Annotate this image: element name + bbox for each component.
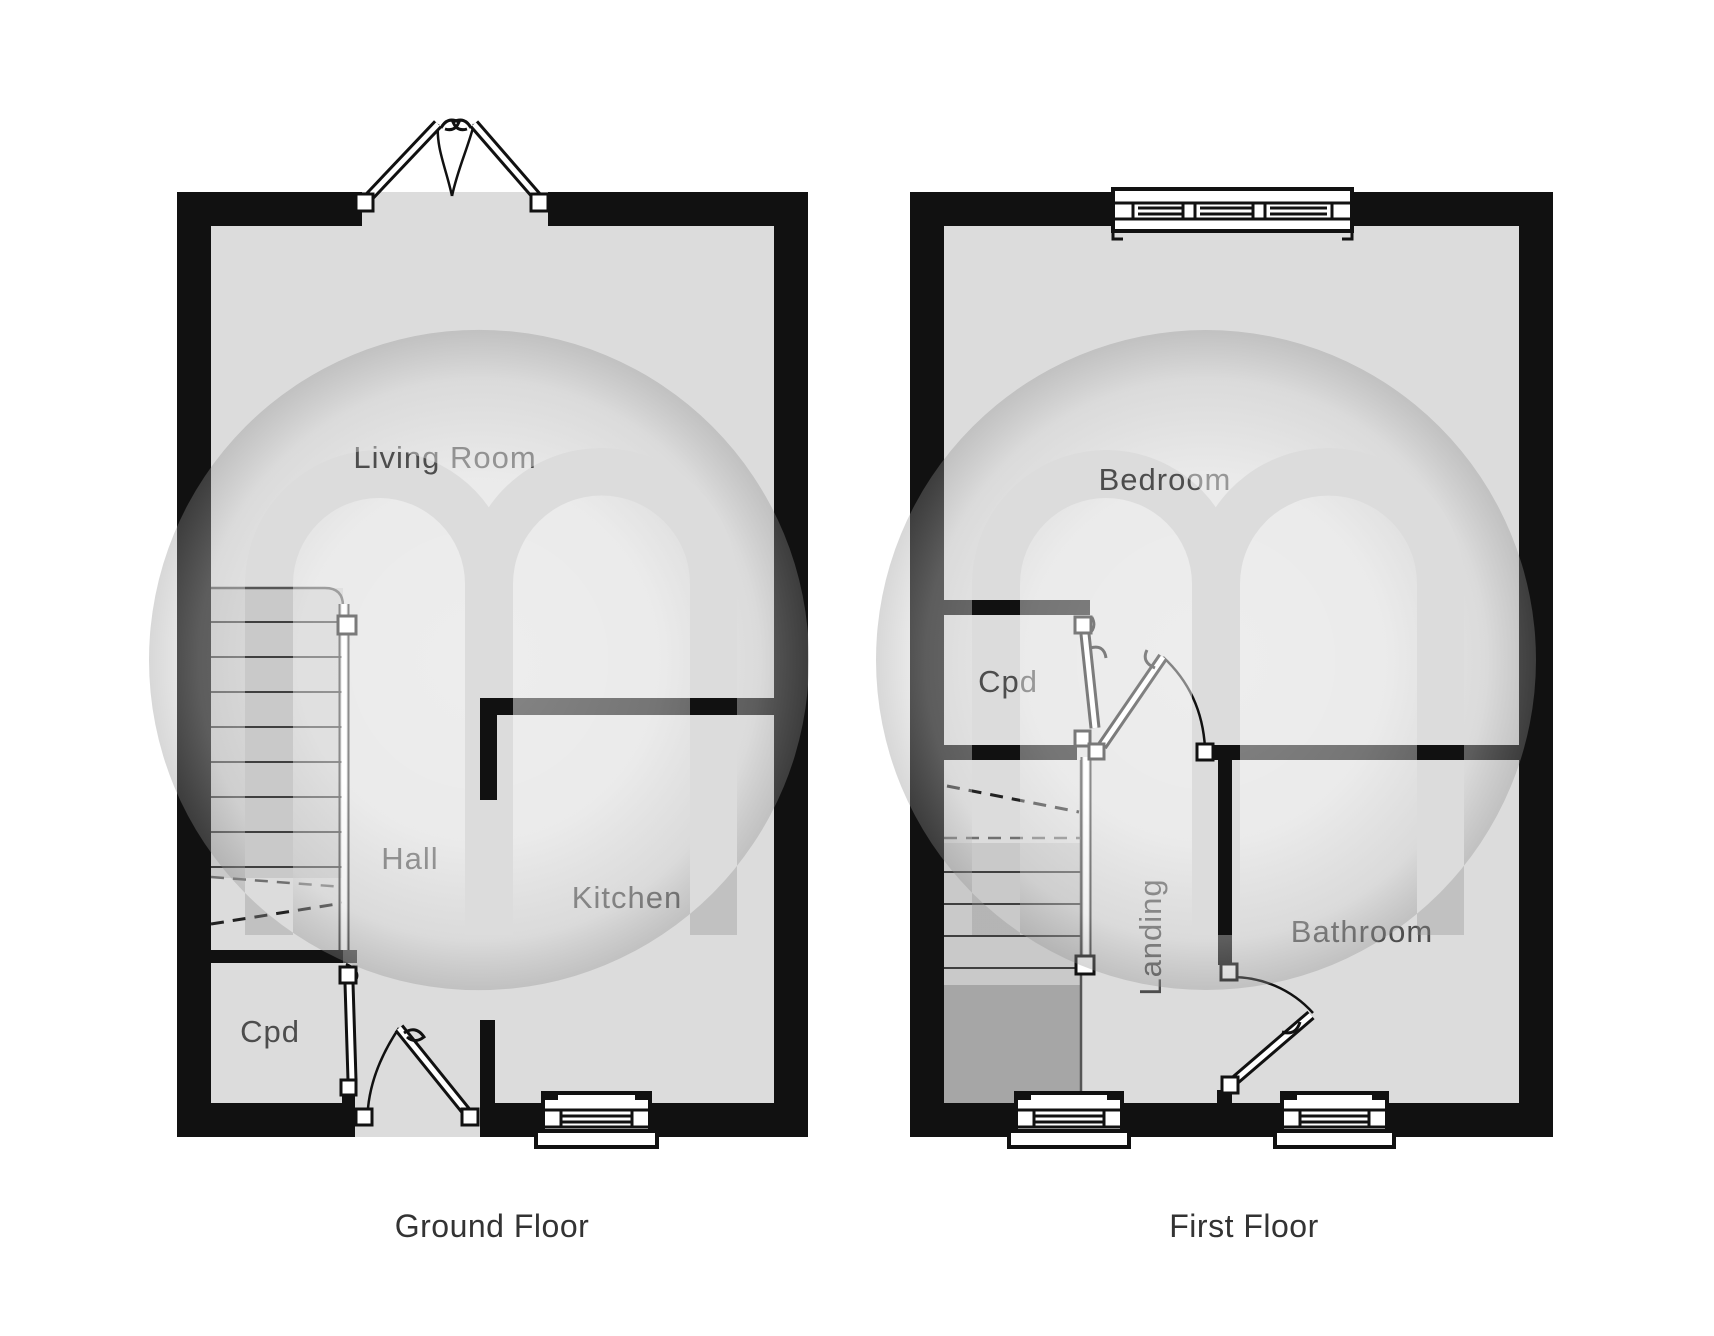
window-sill-step — [1111, 231, 1123, 241]
stairwell-void — [944, 985, 1081, 1103]
window-sill — [534, 1129, 659, 1149]
window-jamb-tab — [635, 1093, 648, 1100]
bedroom-window — [1111, 187, 1354, 241]
landing-window — [1007, 1091, 1131, 1149]
window-jamb-tab — [1107, 1093, 1120, 1100]
door-handle-mark — [1281, 1021, 1302, 1035]
door-hinge — [1220, 1075, 1240, 1095]
door-jamb — [354, 192, 375, 213]
door-handle-mark — [451, 118, 473, 132]
kitchen-wall-return — [480, 698, 497, 800]
bathroom-wall — [1218, 760, 1232, 965]
first-floor-plan: Bedroom Cpd Landing Bathroom — [876, 187, 1553, 1149]
kitchen-wall-stub — [480, 1020, 495, 1103]
window-jamb-tab — [545, 1093, 558, 1100]
watermark — [148, 329, 810, 991]
window-sill — [1273, 1129, 1396, 1149]
ground-window — [534, 1091, 659, 1149]
room-label-cpd: Cpd — [240, 1014, 300, 1049]
cupboard-wall — [211, 950, 343, 963]
door-jamb — [529, 192, 550, 213]
door-handle-mark — [403, 1028, 427, 1042]
window-sill — [1007, 1129, 1131, 1149]
front-door — [354, 1024, 480, 1127]
window-sill-step — [1342, 231, 1354, 241]
window-jamb-tab — [1018, 1093, 1031, 1100]
french-doors — [354, 118, 550, 213]
ground-floor-title: Ground Floor — [395, 1208, 590, 1244]
first-floor-title: First Floor — [1169, 1208, 1319, 1244]
window-jamb-tab — [1372, 1093, 1385, 1100]
cupboard-door — [338, 962, 359, 1097]
bathroom-window — [1273, 1091, 1396, 1149]
door-hinge — [339, 1078, 358, 1097]
door-hinge — [460, 1107, 480, 1127]
window-jamb-tab — [1284, 1093, 1297, 1100]
door-jamb — [1195, 742, 1215, 762]
watermark — [876, 330, 1536, 990]
door-jamb — [354, 1107, 374, 1127]
door-stub — [342, 1094, 355, 1103]
door-opening — [362, 192, 548, 226]
ground-floor-plan: Living Room Hall Kitchen Cpd — [148, 118, 810, 1149]
door-handle-mark — [439, 118, 461, 132]
door-hinge — [338, 965, 358, 985]
